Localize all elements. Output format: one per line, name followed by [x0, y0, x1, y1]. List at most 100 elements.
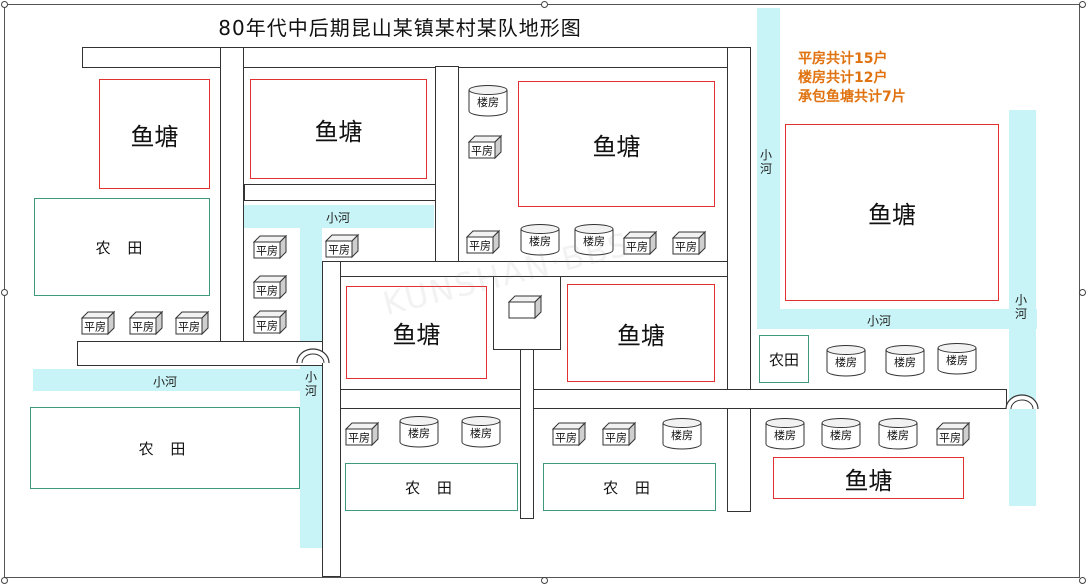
- building: 楼房: [936, 342, 978, 376]
- svg-text:楼房: 楼房: [946, 353, 968, 367]
- bungalow: 平房: [252, 234, 288, 260]
- bungalow-icon: 平房: [252, 274, 288, 300]
- river-upper-left: [244, 205, 434, 228]
- svg-text:平房: 平房: [348, 432, 370, 445]
- building-icon: 楼房: [826, 345, 866, 377]
- building-icon: 楼房: [520, 224, 560, 256]
- svg-text:楼房: 楼房: [830, 428, 852, 442]
- resize-handle-icon[interactable]: [1, 577, 8, 584]
- bungalow-icon: 平房: [344, 421, 380, 447]
- building: 楼房: [467, 84, 509, 118]
- road-long-horizontal: [340, 389, 1007, 409]
- resize-handle-icon[interactable]: [541, 1, 548, 8]
- svg-text:楼房: 楼房: [583, 234, 605, 248]
- bungalow-icon: 平房: [671, 230, 707, 256]
- river-label: 小河: [304, 370, 317, 398]
- bungalow-icon: 平房: [465, 229, 501, 255]
- bungalow-icon: 平房: [467, 134, 503, 160]
- svg-text:楼房: 楼房: [470, 426, 492, 440]
- road-top: [82, 47, 750, 68]
- resize-handle-icon[interactable]: [1079, 1, 1086, 8]
- bungalow-icon: 平房: [80, 310, 116, 336]
- resize-handle-icon[interactable]: [1079, 577, 1086, 584]
- farmland: 农 田: [543, 463, 716, 511]
- building-icon: 楼房: [468, 85, 508, 117]
- building: 楼房: [573, 223, 615, 257]
- legend-buildings: 楼房共计12户: [798, 70, 888, 86]
- building: 楼房: [460, 415, 502, 449]
- bungalow: 平房: [174, 310, 210, 336]
- legend-ponds: 承包鱼塘共计7片: [798, 89, 906, 105]
- svg-text:楼房: 楼房: [887, 428, 909, 442]
- bungalow-icon: 平房: [324, 233, 360, 259]
- svg-text:平房: 平房: [626, 241, 648, 254]
- river-left-horizontal: [33, 369, 308, 391]
- fish-pond: 鱼塘: [773, 457, 964, 499]
- fish-pond: 鱼塘: [346, 286, 487, 379]
- river-label: 小河: [1014, 293, 1027, 321]
- building: 楼房: [519, 223, 561, 257]
- svg-text:平房: 平房: [675, 241, 697, 254]
- bungalow: 平房: [252, 309, 288, 335]
- bungalow: 平房: [671, 230, 707, 256]
- bungalow: 平房: [551, 421, 587, 447]
- bungalow: 平房: [935, 421, 971, 447]
- road-left-horizontal: [77, 341, 323, 366]
- farmland: 农 田: [345, 463, 518, 511]
- farmland: 农 田: [30, 407, 300, 489]
- bungalow: 平房: [601, 421, 637, 447]
- building: 楼房: [661, 417, 703, 451]
- bungalow: 平房: [128, 310, 164, 336]
- bungalow-icon: 平房: [252, 234, 288, 260]
- building-icon: 楼房: [399, 416, 439, 448]
- building-icon: 楼房: [461, 416, 501, 448]
- bungalow: 平房: [622, 230, 658, 256]
- svg-text:平房: 平房: [256, 320, 278, 333]
- resize-handle-icon[interactable]: [541, 577, 548, 584]
- fish-pond: 鱼塘: [567, 284, 715, 382]
- river-label: 小河: [759, 148, 772, 176]
- bungalow-icon: 平房: [622, 230, 658, 256]
- building: 楼房: [764, 417, 806, 451]
- road-vertical-mid: [435, 66, 459, 262]
- bungalow: 平房: [467, 134, 503, 160]
- building: 楼房: [820, 417, 862, 451]
- building: 楼房: [884, 344, 926, 378]
- resize-handle-icon[interactable]: [1, 1, 8, 8]
- road-left-vertical: [322, 261, 341, 577]
- fish-pond: 鱼塘: [250, 79, 427, 179]
- bridge-icon: [1005, 394, 1039, 410]
- building: 楼房: [825, 344, 867, 378]
- river-left-vertical: [300, 228, 322, 548]
- svg-text:平房: 平房: [178, 321, 200, 334]
- farmland: 农田: [759, 335, 809, 383]
- svg-text:平房: 平房: [256, 285, 278, 298]
- fish-pond: 鱼塘: [99, 79, 210, 189]
- bungalow: 平房: [252, 274, 288, 300]
- bungalow-icon: 平房: [128, 310, 164, 336]
- building: 楼房: [877, 417, 919, 451]
- road-vertical-left: [220, 47, 244, 342]
- river-right-upper: [757, 8, 780, 313]
- resize-handle-icon[interactable]: [1, 289, 8, 296]
- building-icon: 楼房: [765, 418, 805, 450]
- river-label: 小河: [153, 375, 178, 389]
- fish-pond: 鱼塘: [518, 81, 715, 207]
- river-right-middle: [757, 309, 1037, 329]
- svg-text:楼房: 楼房: [529, 234, 551, 248]
- bungalow-icon: 平房: [252, 309, 288, 335]
- legend-bungalows: 平房共计15户: [798, 51, 888, 67]
- river-label: 小河: [867, 314, 892, 328]
- road-short-horizontal: [244, 184, 436, 201]
- building: 楼房: [398, 415, 440, 449]
- resize-handle-icon[interactable]: [1079, 289, 1086, 296]
- bungalow-icon: [507, 294, 543, 320]
- fish-pond: 鱼塘: [785, 124, 999, 301]
- svg-text:平房: 平房: [84, 321, 106, 334]
- svg-text:平房: 平房: [132, 321, 154, 334]
- svg-text:平房: 平房: [469, 240, 491, 253]
- svg-text:平房: 平房: [939, 432, 961, 445]
- bungalow: 平房: [344, 421, 380, 447]
- building-icon: 楼房: [878, 418, 918, 450]
- svg-text:楼房: 楼房: [835, 355, 857, 369]
